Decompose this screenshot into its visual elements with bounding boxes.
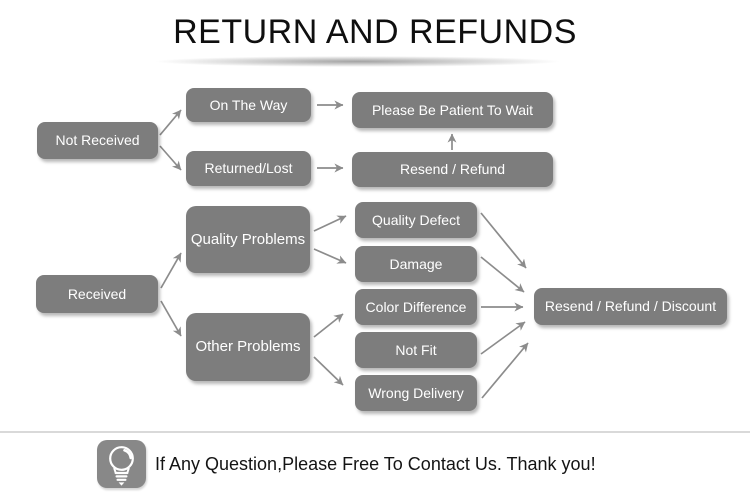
arrow-not-received-to-on-the-way: [159, 109, 182, 136]
flow-node-on-the-way: On The Way: [186, 88, 311, 122]
flow-node-please-be-patient: Please Be Patient To Wait: [352, 92, 553, 128]
title-underline-decoration: [155, 56, 560, 67]
light-bulb-icon: [97, 440, 146, 488]
flow-node-quality-problems: Quality Problems: [186, 206, 310, 273]
arrow-received-to-quality-problems: [160, 252, 182, 289]
footer-message: If Any Question,Please Free To Contact U…: [155, 453, 596, 474]
flow-node-wrong-delivery: Wrong Delivery: [355, 375, 477, 411]
flow-node-damage: Damage: [355, 246, 477, 282]
footer-divider: [0, 431, 750, 433]
flow-node-not-fit: Not Fit: [355, 332, 477, 368]
arrow-received-to-other-problems: [160, 300, 182, 337]
flow-node-not-received: Not Received: [37, 122, 158, 159]
arrow-damage-to-final: [480, 256, 525, 293]
flow-node-resend-refund: Resend / Refund: [352, 152, 553, 187]
footer: If Any Question,Please Free To Contact U…: [97, 440, 596, 488]
page-title: RETURN AND REFUNDS: [173, 13, 577, 51]
flow-node-received: Received: [36, 275, 158, 313]
flow-node-color-difference: Color Difference: [355, 289, 477, 325]
arrow-not-fit-to-final: [480, 321, 526, 355]
flow-node-resend-refund-discount: Resend / Refund / Discount: [534, 288, 727, 325]
arrow-wrong-delivery-to-final: [481, 342, 529, 399]
flow-node-quality-defect: Quality Defect: [355, 202, 477, 238]
arrow-quality-problems-to-damage: [313, 248, 347, 264]
arrow-other-problems-to-color-difference: [313, 313, 344, 338]
arrow-not-received-to-returned-lost: [159, 145, 182, 171]
arrow-quality-problems-to-quality-defect: [313, 215, 347, 232]
flow-node-returned-lost: Returned/Lost: [186, 151, 311, 186]
arrow-quality-defect-to-final: [480, 212, 527, 269]
arrow-other-problems-to-wrong-delivery: [313, 356, 344, 386]
flow-node-other-problems: Other Problems: [186, 313, 310, 381]
